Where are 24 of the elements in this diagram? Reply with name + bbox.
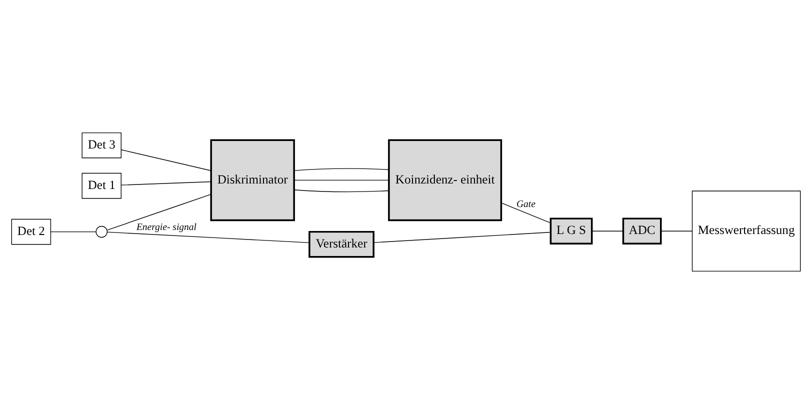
node-box: ADC (622, 217, 662, 244)
connector (660, 230, 692, 231)
connector (120, 180, 212, 185)
edge-label: Gate (516, 198, 536, 210)
node-box: L G S (550, 217, 593, 244)
connector (592, 230, 624, 231)
node-box: Det 1 (82, 172, 122, 198)
connector (500, 202, 551, 223)
node-box: Det 2 (11, 218, 52, 244)
connector (294, 179, 390, 180)
connector (294, 189, 390, 192)
node-box: Koinzidenz- einheit (388, 138, 502, 221)
connector (106, 231, 310, 243)
edge-label: Energie- signal (136, 221, 197, 232)
connector (50, 230, 96, 232)
node-box: Diskriminator (210, 138, 295, 221)
connector (373, 231, 551, 242)
node-box: Verstärker (308, 230, 374, 258)
node-circle (96, 225, 108, 238)
connector (106, 193, 212, 230)
connector (120, 148, 212, 170)
node-box: Messwerterfassung (692, 190, 801, 272)
node-box: Det 3 (82, 132, 122, 158)
connector (294, 168, 390, 170)
